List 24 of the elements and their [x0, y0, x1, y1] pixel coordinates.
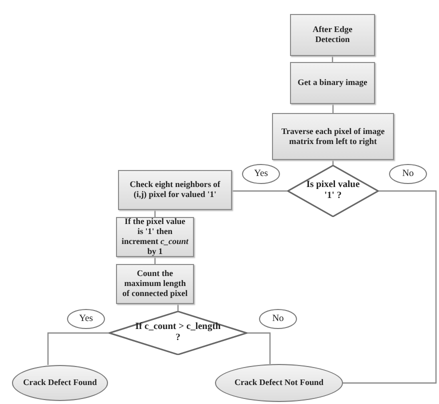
connector-line	[343, 190, 437, 384]
node-text: Is pixel value '1' ?	[305, 180, 361, 202]
node-text: Crack Defect Not Found	[234, 378, 324, 388]
process-box	[290, 14, 375, 56]
node-text: Crack Defect Found	[23, 378, 97, 388]
edge-label: No	[389, 164, 427, 184]
edge-label: Yes	[242, 164, 280, 184]
node-text: If the pixel value is '1' then increment c_count by 1	[121, 217, 189, 257]
node-text: Count the maximum length of connected pixel	[121, 269, 189, 299]
node-text: Get a binary image	[298, 78, 368, 88]
edge-label: No	[259, 309, 297, 329]
process-box	[118, 170, 232, 210]
connector-line	[248, 332, 271, 364]
decision-diamond	[108, 311, 248, 355]
edge-label: Yes	[67, 309, 105, 329]
node-text: Traverse each pixel of image matrix from left to right	[280, 126, 386, 146]
process-box	[272, 113, 394, 160]
node-text: After Edge Detection	[312, 25, 354, 45]
decision-diamond	[287, 165, 379, 217]
node-text: If c_count > c_length ?	[134, 322, 222, 344]
connector-line	[47, 332, 108, 365]
process-box	[290, 62, 375, 104]
connector-line	[232, 190, 287, 192]
node-text: Check eight neighbors of (i,j) pixel for valued '1'	[128, 180, 222, 200]
